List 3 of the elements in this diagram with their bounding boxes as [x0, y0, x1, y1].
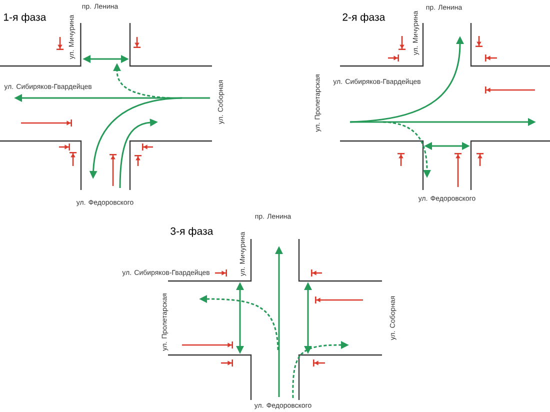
phase-title: 2-я фаза	[342, 13, 386, 23]
phase-title: 3-я фаза	[170, 227, 214, 237]
phase-title: 1-я фаза	[4, 13, 46, 23]
